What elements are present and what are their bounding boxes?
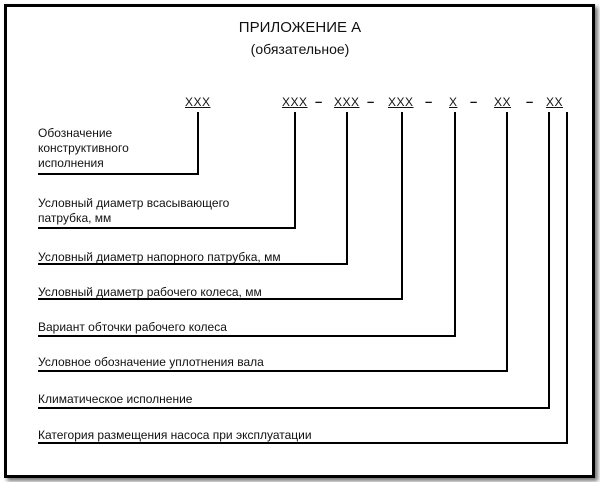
label-impeller-diameter: Условный диаметр рабочего колеса, мм (38, 285, 262, 299)
code-separator: – (425, 94, 433, 109)
code-part-suction: XXX (282, 95, 308, 109)
label-placement-category: Категория размещения насоса при эксплуат… (38, 428, 312, 442)
appendix-subtitle: (обязательное) (250, 41, 350, 57)
document-frame (4, 4, 595, 478)
code-part-trim: X (449, 95, 458, 109)
leader-design-version (38, 112, 199, 175)
code-part-discharge: XXX (334, 95, 360, 109)
label-discharge-diameter: Условный диаметр напорного патрубка, мм (38, 250, 281, 264)
code-separator: – (367, 94, 375, 109)
code-part-seal: XX (494, 95, 512, 109)
leader-suction-diameter (38, 112, 296, 229)
label-impeller-trim: Вариант обточки рабочего колеса (38, 320, 227, 334)
label-suction-diameter: Условный диаметр всасывающего патрубка, … (38, 196, 230, 225)
leader-climate-version (38, 112, 550, 409)
leader-impeller-trim (38, 112, 456, 337)
label-climate-version: Климатическое исполнение (38, 392, 193, 406)
code-part-climate: XX (546, 95, 564, 109)
label-shaft-seal: Условное обозначение уплотнения вала (38, 355, 264, 369)
leader-discharge-diameter (38, 112, 348, 265)
code-separator: – (526, 94, 534, 109)
code-part-impeller: XXX (388, 95, 414, 109)
leader-shaft-seal (38, 112, 508, 372)
code-separator: – (470, 94, 478, 109)
code-separator: – (315, 94, 323, 109)
leader-impeller-diameter (38, 112, 403, 300)
label-design-version: Обозначение конструктивного исполнения (38, 126, 129, 170)
leader-placement-category (38, 112, 568, 444)
appendix-title: ПРИЛОЖЕНИЕ А (238, 19, 362, 36)
code-part-design: XXX (185, 95, 211, 109)
